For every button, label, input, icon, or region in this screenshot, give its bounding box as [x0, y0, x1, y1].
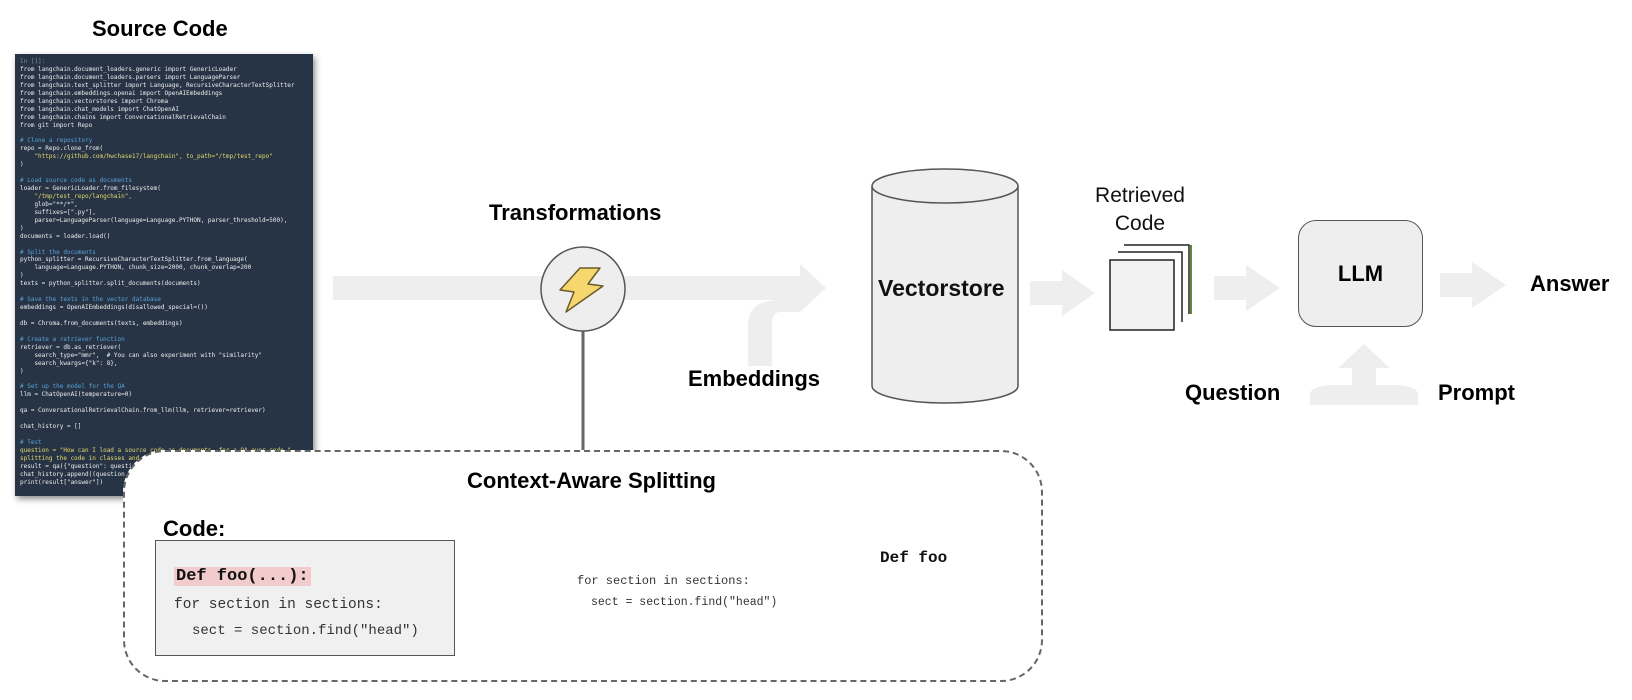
- context-aware-splitting-title: Context-Aware Splitting: [467, 468, 716, 493]
- arrow-to-llm: [1214, 265, 1280, 311]
- source-code-line: [20, 431, 310, 439]
- source-code-line: from langchain.chat_models import ChatOp…: [20, 105, 179, 113]
- source-code-line: "/tmp/test_repo/langchain",: [20, 192, 132, 200]
- source-code-line: from langchain.vectorstores import Chrom…: [20, 97, 169, 105]
- source-code-line: from git import Repo: [20, 121, 93, 129]
- retrieved-label-line2: Code: [1114, 212, 1166, 235]
- vectorstore-label: Vectorstore: [878, 275, 1005, 301]
- source-code-line: qa = ConversationalRetrievalChain.from_l…: [20, 407, 266, 415]
- llm-label: LLM: [1337, 260, 1384, 286]
- lightning-icon: [559, 267, 604, 313]
- source-code-line: print(result["answer"]): [20, 478, 104, 486]
- source-code-line: # Test: [20, 439, 42, 446]
- source-code-line: [20, 241, 310, 249]
- source-code-line: from langchain.document_loaders.generic …: [20, 65, 237, 73]
- source-code-lines: In [1]:from langchain.document_loaders.g…: [20, 58, 310, 487]
- source-code-line: repo = Repo.clone_from(: [20, 145, 104, 153]
- source-code-line: [20, 169, 310, 177]
- code-loop-line: for section in sections:: [174, 597, 383, 613]
- source-code-line: language=Language.PYTHON, chunk_size=200…: [20, 264, 252, 272]
- source-code-line: [20, 415, 310, 423]
- source-code-line: [20, 129, 310, 137]
- source-code-line: texts = python_splitter.split_documents(…: [20, 280, 201, 288]
- question-label: Question: [1185, 380, 1281, 405]
- source-code-line: search_kwargs={"k": 8},: [20, 359, 118, 367]
- source-code-line: [20, 328, 310, 336]
- llm-node: LLM: [1298, 220, 1423, 327]
- source-code-line: ): [20, 224, 24, 232]
- chunk-loop-line: for section in sections:: [577, 574, 750, 588]
- code-heading: Code:: [163, 516, 226, 541]
- code-example-box: Def foo(...): for section in sections: s…: [155, 540, 455, 656]
- arrow-to-retrieved: [1030, 270, 1095, 316]
- source-code-line: from langchain.embeddings.openai import …: [20, 89, 223, 97]
- code-body-line: sect = section.find("head"): [192, 623, 419, 639]
- source-code-line: glob="**/*",: [20, 200, 78, 208]
- source-code-panel: In [1]:from langchain.document_loaders.g…: [15, 54, 313, 496]
- source-code-line: # Clone a repository: [20, 137, 93, 145]
- source-code-line: suffixes=[".py"],: [20, 208, 96, 216]
- source-code-line: # Save the texts in the vector database: [20, 296, 161, 304]
- source-code-line: from langchain.text_splitter import Lang…: [20, 81, 295, 89]
- arrow-to-answer: [1440, 262, 1506, 308]
- source-code-line: parser=LanguageParser(language=Language.…: [20, 216, 288, 224]
- source-code-line: chat_history = []: [20, 423, 82, 431]
- prompt-label: Prompt: [1438, 380, 1515, 405]
- source-code-line: loader = GenericLoader.from_filesystem(: [20, 185, 161, 192]
- retrieved-label-line1: Retrieved: [1095, 184, 1185, 207]
- source-code-line: retriever = db.as_retriever(: [20, 343, 122, 351]
- source-code-line: [20, 312, 310, 320]
- source-code-line: "https://github.com/hwchase17/langchain"…: [20, 153, 273, 161]
- source-code-line: from langchain.chains import Conversatio…: [20, 113, 226, 121]
- source-code-line: # Split the documents: [20, 248, 96, 256]
- transformations-label: Transformations: [489, 200, 662, 225]
- answer-label: Answer: [1530, 271, 1610, 296]
- source-code-line: from langchain.document_loaders.parsers …: [20, 73, 241, 81]
- retrieved-code-label: Retrieved Code: [1080, 182, 1200, 238]
- vectorstore-cylinder: [871, 168, 1019, 404]
- source-code-line: ): [20, 161, 24, 169]
- source-code-line: llm = ChatOpenAI(temperature=0): [20, 391, 132, 399]
- source-code-line: [20, 376, 310, 384]
- source-code-line: python_splitter = RecursiveCharacterText…: [20, 256, 248, 264]
- source-code-line: ): [20, 272, 24, 280]
- source-code-line: embeddings = OpenAIEmbeddings(disallowed…: [20, 304, 208, 312]
- embeddings-connector: [748, 300, 800, 366]
- embeddings-label: Embeddings: [688, 366, 821, 391]
- source-code-line: # Set up the model for the QA: [20, 383, 125, 391]
- source-code-line: ): [20, 367, 24, 375]
- source-code-line: # Load source code as documents: [20, 177, 132, 185]
- source-code-line: In [1]:: [20, 58, 46, 65]
- source-code-line: [20, 288, 310, 296]
- retrieved-code-stack: [1109, 244, 1192, 331]
- code-def-line: Def foo(...):: [174, 567, 311, 586]
- source-code-line: documents = loader.load(): [20, 232, 111, 240]
- tag-text: Def foo: [880, 549, 948, 567]
- question-prompt-merge-arrow: [1310, 344, 1418, 405]
- source-code-line: db = Chroma.from_documents(texts, embedd…: [20, 319, 183, 327]
- source-code-line: search_type="mmr", # You can also experi…: [20, 351, 263, 359]
- source-code-line: [20, 399, 310, 407]
- source-code-line: # Create a retriever function: [20, 335, 125, 343]
- source-code-title: Source Code: [92, 16, 228, 41]
- chunk-body-line: sect = section.find("head"): [591, 596, 778, 609]
